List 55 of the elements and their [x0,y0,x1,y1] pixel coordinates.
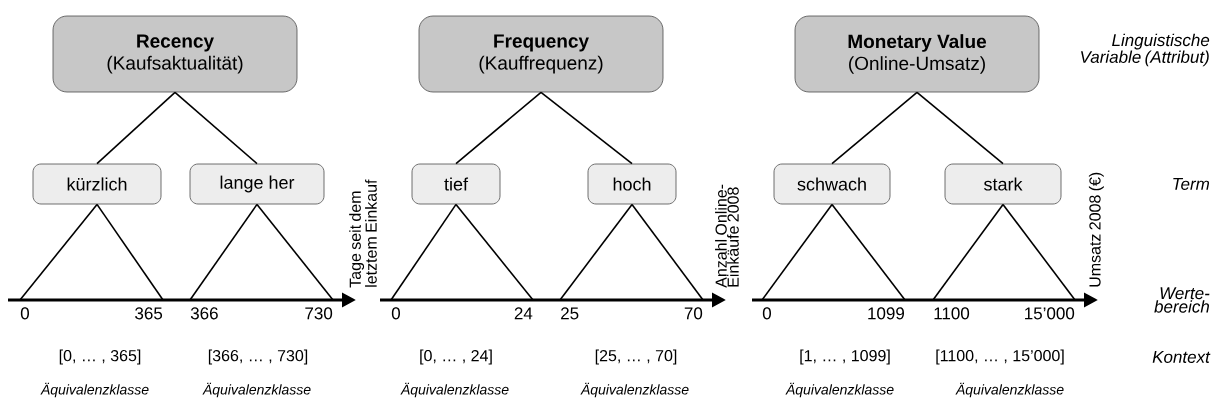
connector-line [932,203,1004,301]
interval-label: [0, … , 24] [420,349,492,365]
class-label: Äquivalenzklasse [400,382,509,398]
row-label: Term [1173,178,1210,190]
axis-value: 15’000 [1025,307,1075,320]
connector-line [1002,203,1076,301]
connector-line [96,203,164,301]
axis-value: 0 [391,307,400,320]
term-box: tief [411,163,501,205]
axis-value: 365 [135,307,163,320]
axis-value: 25 [561,307,579,320]
connector-line [174,91,258,165]
variable-box: Frequency (Kauffrequenz) [418,15,664,93]
interval-label: [366, … , 730] [208,349,308,365]
connector-line [559,203,633,301]
term-box: hoch [587,163,677,205]
axis-value: 24 [514,307,533,320]
connector-line [831,203,906,301]
axis-title: Tage seit dem letztem Einkauf [349,179,377,288]
connector-line [540,91,633,165]
class-label: Äquivalenzklasse [785,382,894,398]
axis-title: Anzahl Online- Einkäufe 2008 [715,184,739,288]
term-box: lange her [189,163,325,205]
axis-value: 366 [190,307,218,320]
row-label: Kontext [1152,351,1211,363]
term-box: kürzlich [32,163,162,205]
term-box: schwach [773,163,891,205]
connector-line [189,203,258,301]
connector-line [390,203,457,301]
class-label: Äquivalenzklasse [955,382,1064,398]
connector-line [96,91,176,165]
axis-value: 0 [762,307,771,320]
term-box: stark [944,163,1062,205]
class-label: Äquivalenzklasse [202,382,311,398]
row-label: Werte- bereich [1154,287,1210,313]
connector-line [455,91,542,165]
variable-box: Monetary Value (Online-Umsatz) [794,15,1040,93]
axis-value: 0 [20,307,29,320]
connector-line [916,91,1004,165]
axis-value: 70 [684,307,703,320]
connector-line [455,203,534,301]
connector-line [631,203,704,301]
axis-title: Umsatz 2008 (€) [1088,172,1104,287]
connector-line [831,91,918,165]
interval-label: [1, … , 1099] [800,349,890,365]
axis-value: 1100 [934,307,970,320]
row-label: Linguistische Variable (Attribut) [1081,33,1210,67]
connector-line [256,203,334,301]
class-label: Äquivalenzklasse [40,382,149,398]
connector-line [761,203,833,301]
axis-value: 730 [305,307,333,320]
class-label: Äquivalenzklasse [580,382,689,398]
interval-label: [1100, … , 15’000] [936,349,1064,365]
connector-line [19,203,98,301]
variable-box: Recency (Kaufsaktualität) [52,15,298,93]
